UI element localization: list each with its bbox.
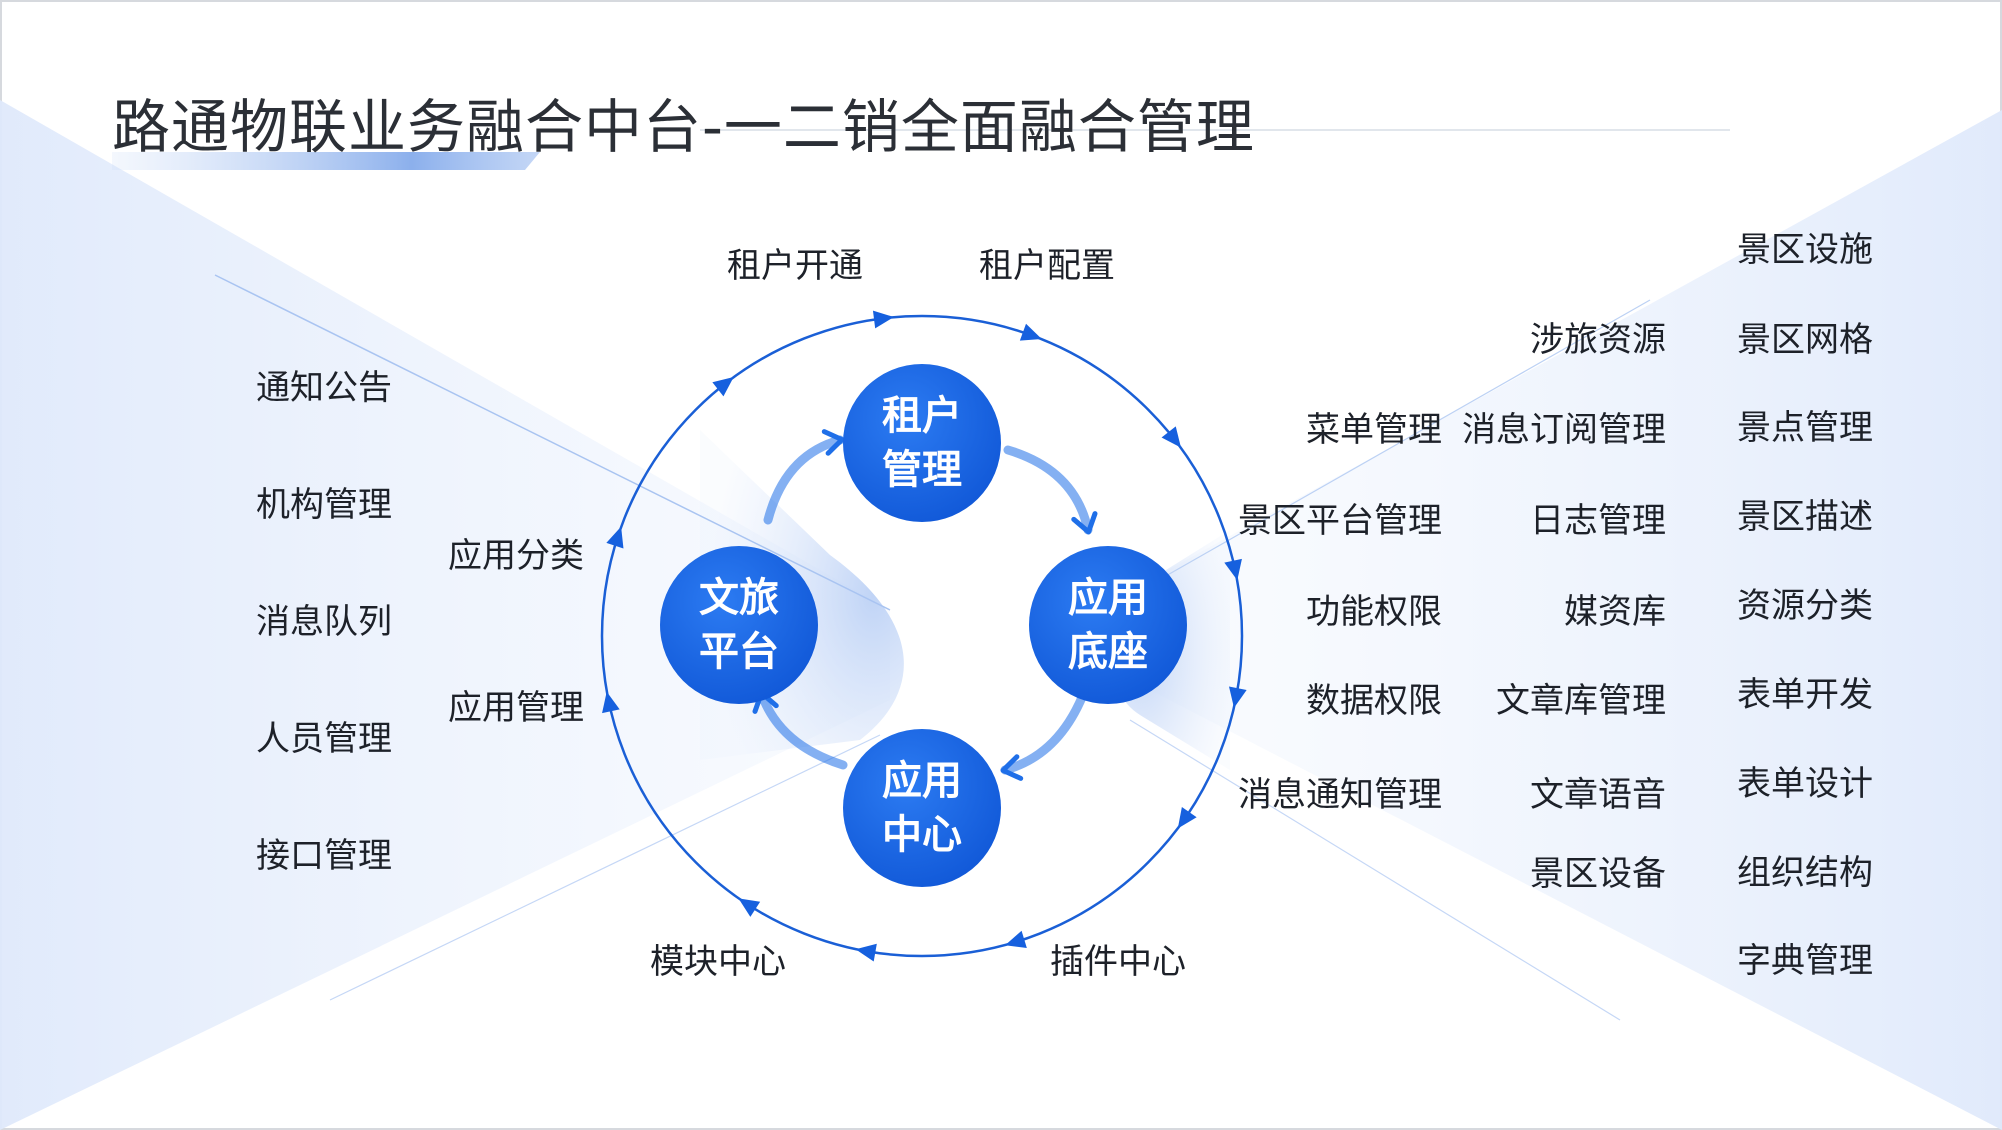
left-list-item: 人员管理	[256, 719, 392, 759]
right-col2-item: 消息订阅管理	[1462, 410, 1666, 450]
ring-label-module-center: 模块中心	[650, 942, 786, 982]
node-circle-tenant-management	[843, 364, 1001, 522]
right-col1-item: 功能权限	[1306, 592, 1442, 632]
node-circle-app-base	[1029, 546, 1187, 704]
outer-cycle-ring	[600, 314, 1244, 958]
right-col3-item: 表单开发	[1737, 675, 1873, 715]
ring-label-app-management: 应用管理	[448, 688, 584, 728]
right-col2-item: 文章库管理	[1496, 681, 1666, 721]
ring-arrow	[872, 310, 894, 329]
node-circles	[660, 364, 1187, 887]
inner-flow-arc	[763, 435, 845, 525]
node-app-center-line1: 应用	[882, 758, 962, 804]
right-col2-item: 日志管理	[1530, 501, 1666, 541]
right-col3-item: 景区网格	[1737, 320, 1873, 360]
right-fan-band	[1150, 110, 2002, 1130]
ring-label-plugin-center: 插件中心	[1050, 942, 1186, 982]
node-tenant-management: 租户 管理	[843, 389, 1001, 497]
inner-flow-arcs	[752, 429, 1098, 781]
node-app-base-line2: 底座	[1068, 629, 1148, 675]
ring-arrow	[1005, 930, 1027, 948]
right-col2-item: 文章语音	[1530, 775, 1666, 815]
page-title: 路通物联业务融合中台-一二销全面融合管理	[112, 93, 1255, 161]
left-list-item: 通知公告	[256, 368, 392, 408]
ring-label-tenant-config: 租户配置	[979, 246, 1115, 286]
right-col3-item: 字典管理	[1737, 941, 1873, 981]
node-app-base: 应用 底座	[1029, 571, 1187, 679]
ring-arrow	[1228, 686, 1247, 708]
left-list-item: 消息队列	[256, 602, 392, 642]
left-list-item: 接口管理	[256, 836, 392, 876]
ring-label-app-category: 应用分类	[448, 536, 584, 576]
right-col2-item: 景区设备	[1530, 854, 1666, 894]
inner-flow-arrowhead	[821, 429, 845, 456]
node-app-base-line1: 应用	[1068, 575, 1148, 621]
ring-arrow	[712, 377, 734, 397]
right-col3-item: 景区设施	[1737, 230, 1873, 270]
right-col3-item: 景点管理	[1737, 408, 1873, 448]
right-col2-item: 媒资库	[1564, 592, 1666, 632]
right-col1-item: 菜单管理	[1306, 410, 1442, 450]
right-col3-item: 景区描述	[1737, 497, 1873, 537]
inner-flow-arc	[1003, 445, 1093, 535]
ring-arrow	[602, 691, 620, 714]
right-col1-item: 消息通知管理	[1238, 775, 1442, 815]
left-fan-band	[0, 100, 890, 1130]
left-band-edge-line-lower	[329, 734, 881, 1001]
node-tenant-line1: 租户	[882, 393, 962, 439]
left-list-item: 机构管理	[256, 485, 392, 525]
right-col3-item: 表单设计	[1737, 764, 1873, 804]
inner-flow-arc	[757, 690, 848, 770]
inner-flow-arrowhead	[1071, 511, 1098, 535]
right-col2-item: 涉旅资源	[1530, 320, 1666, 360]
ring-arrow	[738, 898, 761, 917]
right-col1-item: 数据权限	[1306, 681, 1442, 721]
node-app-center-line2: 中心	[882, 812, 962, 858]
right-col1-item: 景区平台管理	[1238, 501, 1442, 541]
ring-arrow	[855, 943, 877, 962]
ring-arrow	[1161, 426, 1181, 448]
node-culture-tourism-platform: 文旅 平台	[660, 571, 818, 679]
right-col3-item: 资源分类	[1737, 586, 1873, 626]
right-band-edge-line	[1149, 299, 1651, 586]
node-app-center: 应用 中心	[843, 754, 1001, 862]
ring-arrow	[606, 526, 624, 549]
ring-arrows	[602, 310, 1247, 962]
ring-arrow	[1019, 323, 1042, 341]
node-tenant-line2: 管理	[882, 447, 962, 493]
inner-flow-arrowhead	[1000, 754, 1024, 781]
right-col3-item: 组织结构	[1737, 853, 1873, 893]
inner-flow-arc	[1000, 685, 1090, 775]
node-culture-line1: 文旅	[699, 575, 779, 621]
node-culture-line2: 平台	[699, 629, 779, 675]
node-circle-app-center	[843, 729, 1001, 887]
ring-label-tenant-open: 租户开通	[727, 246, 863, 286]
left-band-edge-line	[214, 274, 891, 611]
ring-arrow	[1224, 558, 1242, 581]
title-underline-accent	[112, 152, 540, 170]
ring-arrow	[1177, 806, 1197, 829]
node-circle-culture-tourism-platform	[660, 546, 818, 704]
